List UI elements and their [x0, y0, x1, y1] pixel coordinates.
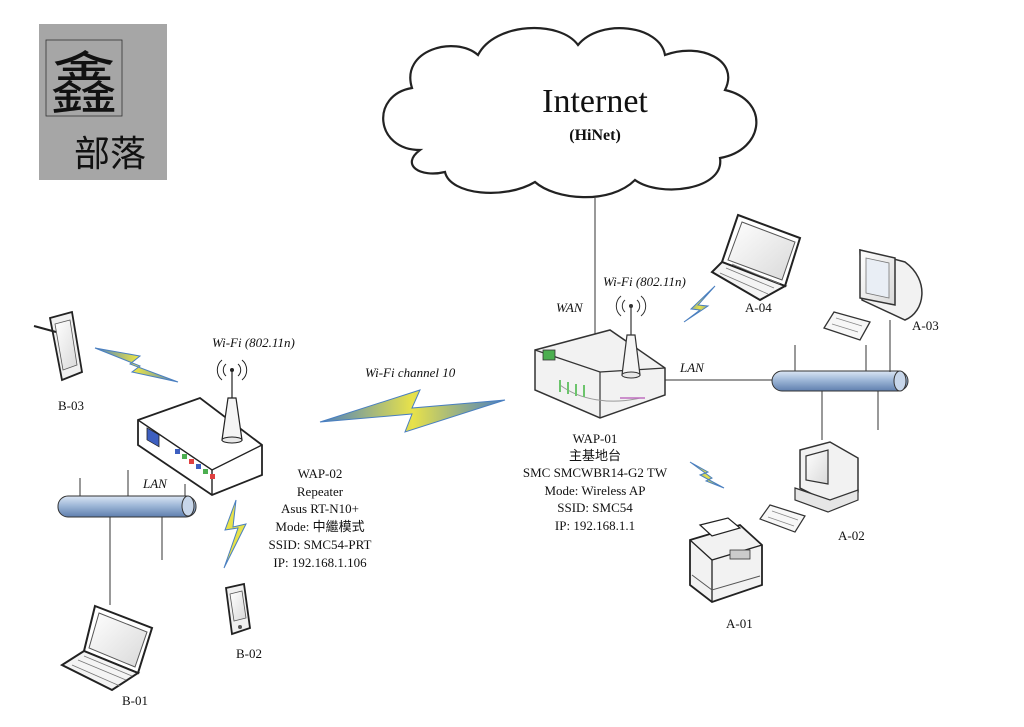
logo: 鑫 部落 [39, 24, 167, 180]
cloud-icon: Internet (HiNet) [382, 27, 758, 199]
wap02-line-4: SSID: SMC54-PRT [269, 537, 372, 552]
logo-main-char: 鑫 [50, 47, 118, 123]
wap02-line-0: WAP-02 [298, 466, 343, 481]
wap01-line-4: SSID: SMC54 [557, 500, 633, 515]
a04-lightning-bolt-icon [683, 285, 716, 323]
lan-bus-b [57, 470, 197, 605]
a01-printer-icon [689, 517, 763, 604]
a03-desktop-icon [823, 249, 923, 341]
wap01-line-3: Mode: Wireless AP [544, 483, 645, 498]
a02-desktop-icon [759, 441, 859, 533]
wap02-wifi-label: Wi-Fi (802.11n) [212, 335, 295, 350]
wap02-line-1: Repeater [297, 484, 344, 499]
b03-lightning-bolt-icon [94, 347, 179, 383]
wifi-channel-label: Wi-Fi channel 10 [365, 365, 456, 380]
wap02-lan-label: LAN [142, 476, 168, 491]
wap01-wifi-label: Wi-Fi (802.11n) [603, 274, 686, 289]
device-a01-label: A-01 [726, 616, 753, 631]
device-a04-label: A-04 [745, 300, 772, 315]
wap02-line-5: IP: 192.168.1.106 [273, 555, 367, 570]
wap01-line-5: IP: 192.168.1.1 [555, 518, 635, 533]
lan-bus-a [771, 320, 909, 440]
wap02-port-lights [175, 449, 215, 479]
wap01-line-2: SMC SMCWBR14-G2 TW [523, 465, 668, 480]
wifi-channel-link-bolt-icon [319, 389, 506, 433]
device-b01-label: B-01 [122, 693, 148, 708]
a04-laptop-icon [710, 213, 802, 302]
internet-subtitle: (HiNet) [569, 127, 621, 144]
wap01-line-1: 主基地台 [569, 448, 621, 463]
a01-lightning-bolt-icon [689, 461, 725, 489]
b03-tablet-icon [33, 310, 84, 382]
device-b03-label: B-03 [58, 398, 84, 413]
b02-lightning-bolt-icon [223, 499, 247, 569]
wap02-router-icon [137, 359, 263, 497]
internet-title: Internet [542, 83, 648, 120]
device-b02-label: B-02 [236, 646, 262, 661]
wap01-lan-label: LAN [679, 360, 705, 375]
b02-phone-icon [225, 582, 251, 636]
wap02-line-3: Mode: 中繼模式 [275, 519, 364, 534]
b01-laptop-icon [59, 604, 154, 692]
logo-sub-text: 部落 [74, 134, 146, 174]
wap01-line-0: WAP-01 [573, 431, 618, 446]
wap01-wan-label: WAN [556, 300, 584, 315]
wap02-line-2: Asus RT-N10+ [281, 501, 359, 516]
device-a03-label: A-03 [912, 318, 939, 333]
device-a02-label: A-02 [838, 528, 865, 543]
wap01-router-icon [534, 295, 666, 419]
